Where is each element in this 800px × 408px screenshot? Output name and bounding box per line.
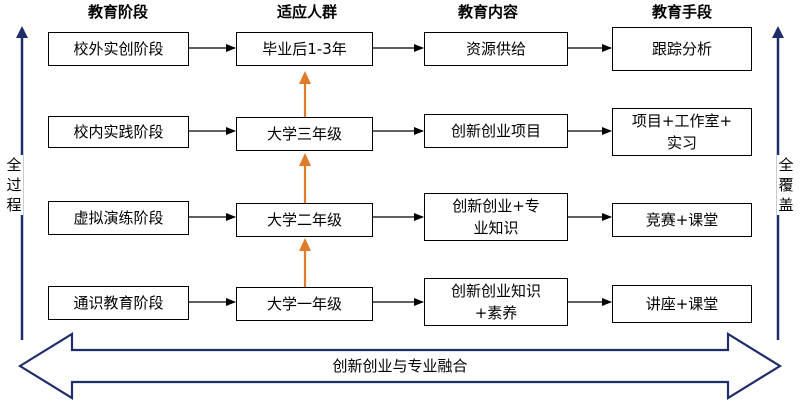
audience-box-1: 毕业后1-3年 xyxy=(236,32,373,66)
stage-box-1: 校外实创阶段 xyxy=(48,32,189,66)
header-means: 教育手段 xyxy=(651,3,712,21)
header-stage: 教育阶段 xyxy=(87,3,148,21)
bottom-label-integration: 创新创业与专业融合 xyxy=(332,357,468,375)
content-box-2: 创新创业项目 xyxy=(424,114,568,148)
header-content: 教育内容 xyxy=(457,3,518,21)
audience-box-3: 大学二年级 xyxy=(236,203,373,237)
stage-box-2: 校内实践阶段 xyxy=(48,116,189,148)
bottom-double-arrow xyxy=(17,332,783,400)
left-label-whole-process: 全 过 程 xyxy=(5,155,23,215)
means-box-2: 项目+工作室+ 实习 xyxy=(612,108,752,156)
audience-box-4: 大学一年级 xyxy=(236,287,373,321)
up-arrow-2-to-3 xyxy=(299,238,311,287)
means-box-1: 跟踪分析 xyxy=(612,27,752,71)
up-arrow-3-to-grad xyxy=(299,71,311,117)
means-box-4: 讲座+课堂 xyxy=(612,285,752,323)
content-box-1: 资源供给 xyxy=(424,32,568,66)
audience-box-2: 大学三年级 xyxy=(236,117,373,151)
stage-box-3: 虚拟演练阶段 xyxy=(48,201,189,235)
right-label-full-coverage: 全 覆 盖 xyxy=(777,155,795,215)
stage-box-4: 通识教育阶段 xyxy=(48,286,189,320)
content-box-4: 创新创业知识 +素养 xyxy=(424,278,568,326)
header-audience: 适应人群 xyxy=(276,3,337,21)
means-box-3: 竞赛+课堂 xyxy=(612,203,752,237)
content-box-3: 创新创业+专 业知识 xyxy=(424,193,568,241)
up-arrow-1-to-2 xyxy=(299,153,311,203)
